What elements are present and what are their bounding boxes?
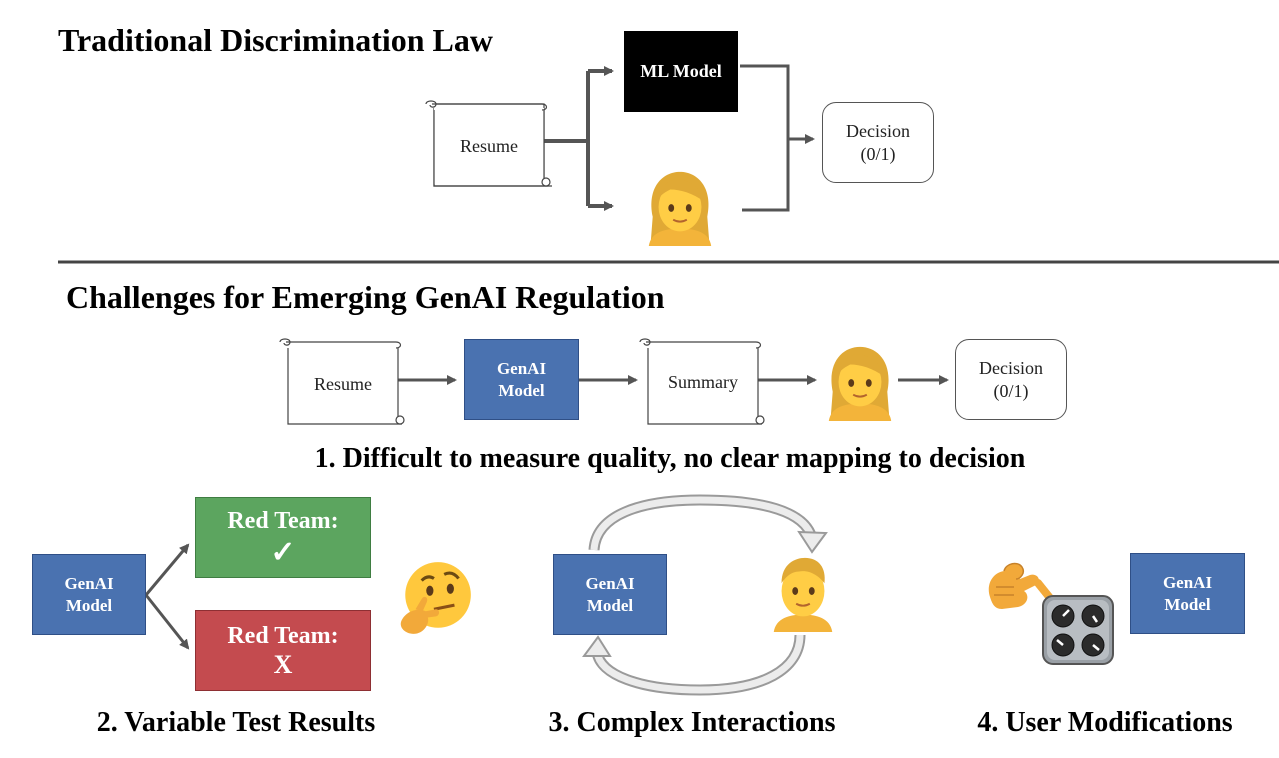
fail-mark: X [273, 650, 293, 680]
challenge-3-genai-model-box: GenAI Model [553, 554, 667, 635]
woman-icon [820, 342, 900, 422]
challenge-2-genai-model-box: GenAI Model [32, 554, 146, 635]
red-team-pass-box: Red Team: ✓ [195, 497, 371, 578]
challenge-2-caption: 2. Variable Test Results [96, 707, 376, 738]
red-team-fail-title: Red Team: [227, 623, 339, 650]
model-label: Model [498, 380, 545, 400]
resume-document: Resume [422, 98, 554, 190]
genai-label: GenAI [496, 359, 547, 379]
pipeline-genai-model-box: GenAI Model [464, 339, 579, 420]
genai-label: GenAI [1162, 573, 1213, 593]
resume-label: Resume [460, 135, 518, 156]
model-label: Model [1164, 594, 1211, 614]
decision-label: Decision [846, 121, 910, 141]
pipeline-resume-label: Resume [314, 373, 372, 394]
summary-label: Summary [668, 371, 738, 392]
red-team-branch-arrows [144, 543, 190, 650]
decision-label: Decision [979, 358, 1043, 378]
section-title-traditional: Traditional Discrimination Law [58, 22, 493, 58]
ml-model-box: ML Model [624, 31, 738, 112]
genai-label: GenAI [585, 574, 635, 594]
genai-label: GenAI [64, 574, 114, 594]
decision-range: (0/1) [993, 380, 1029, 401]
pipeline-resume-document: Resume [276, 336, 410, 428]
scroll-icon [425, 100, 552, 187]
red-team-fail-box: Red Team: X [195, 610, 371, 691]
section-title-challenges: Challenges for Emerging GenAI Regulation [66, 279, 665, 315]
scroll-icon [279, 338, 405, 425]
woman-icon [640, 167, 720, 247]
top-branch-connector [540, 66, 614, 211]
decision-range: (0/1) [860, 143, 896, 164]
control-knobs-icon [1040, 593, 1116, 667]
challenge-4-caption: 4. User Modifications [977, 707, 1233, 738]
red-team-pass-title: Red Team: [227, 508, 339, 534]
challenge-1-caption: 1. Difficult to measure quality, no clea… [314, 443, 1026, 474]
summary-document: Summary [636, 336, 770, 428]
scroll-icon [639, 338, 765, 425]
man-icon [768, 553, 838, 633]
checkmark-icon: ✓ [270, 536, 296, 569]
top-merge-connector [740, 64, 815, 212]
model-label: Model [65, 595, 113, 615]
decision-box-pipeline: Decision (0/1) [955, 339, 1067, 420]
challenge-3-caption: 3. Complex Interactions [548, 707, 836, 738]
model-label: Model [586, 595, 634, 615]
thinking-face-icon [394, 557, 478, 641]
decision-box-top: Decision (0/1) [822, 102, 934, 183]
challenge-4-genai-model-box: GenAI Model [1130, 553, 1245, 634]
cycle-arrow-icon [582, 494, 828, 696]
